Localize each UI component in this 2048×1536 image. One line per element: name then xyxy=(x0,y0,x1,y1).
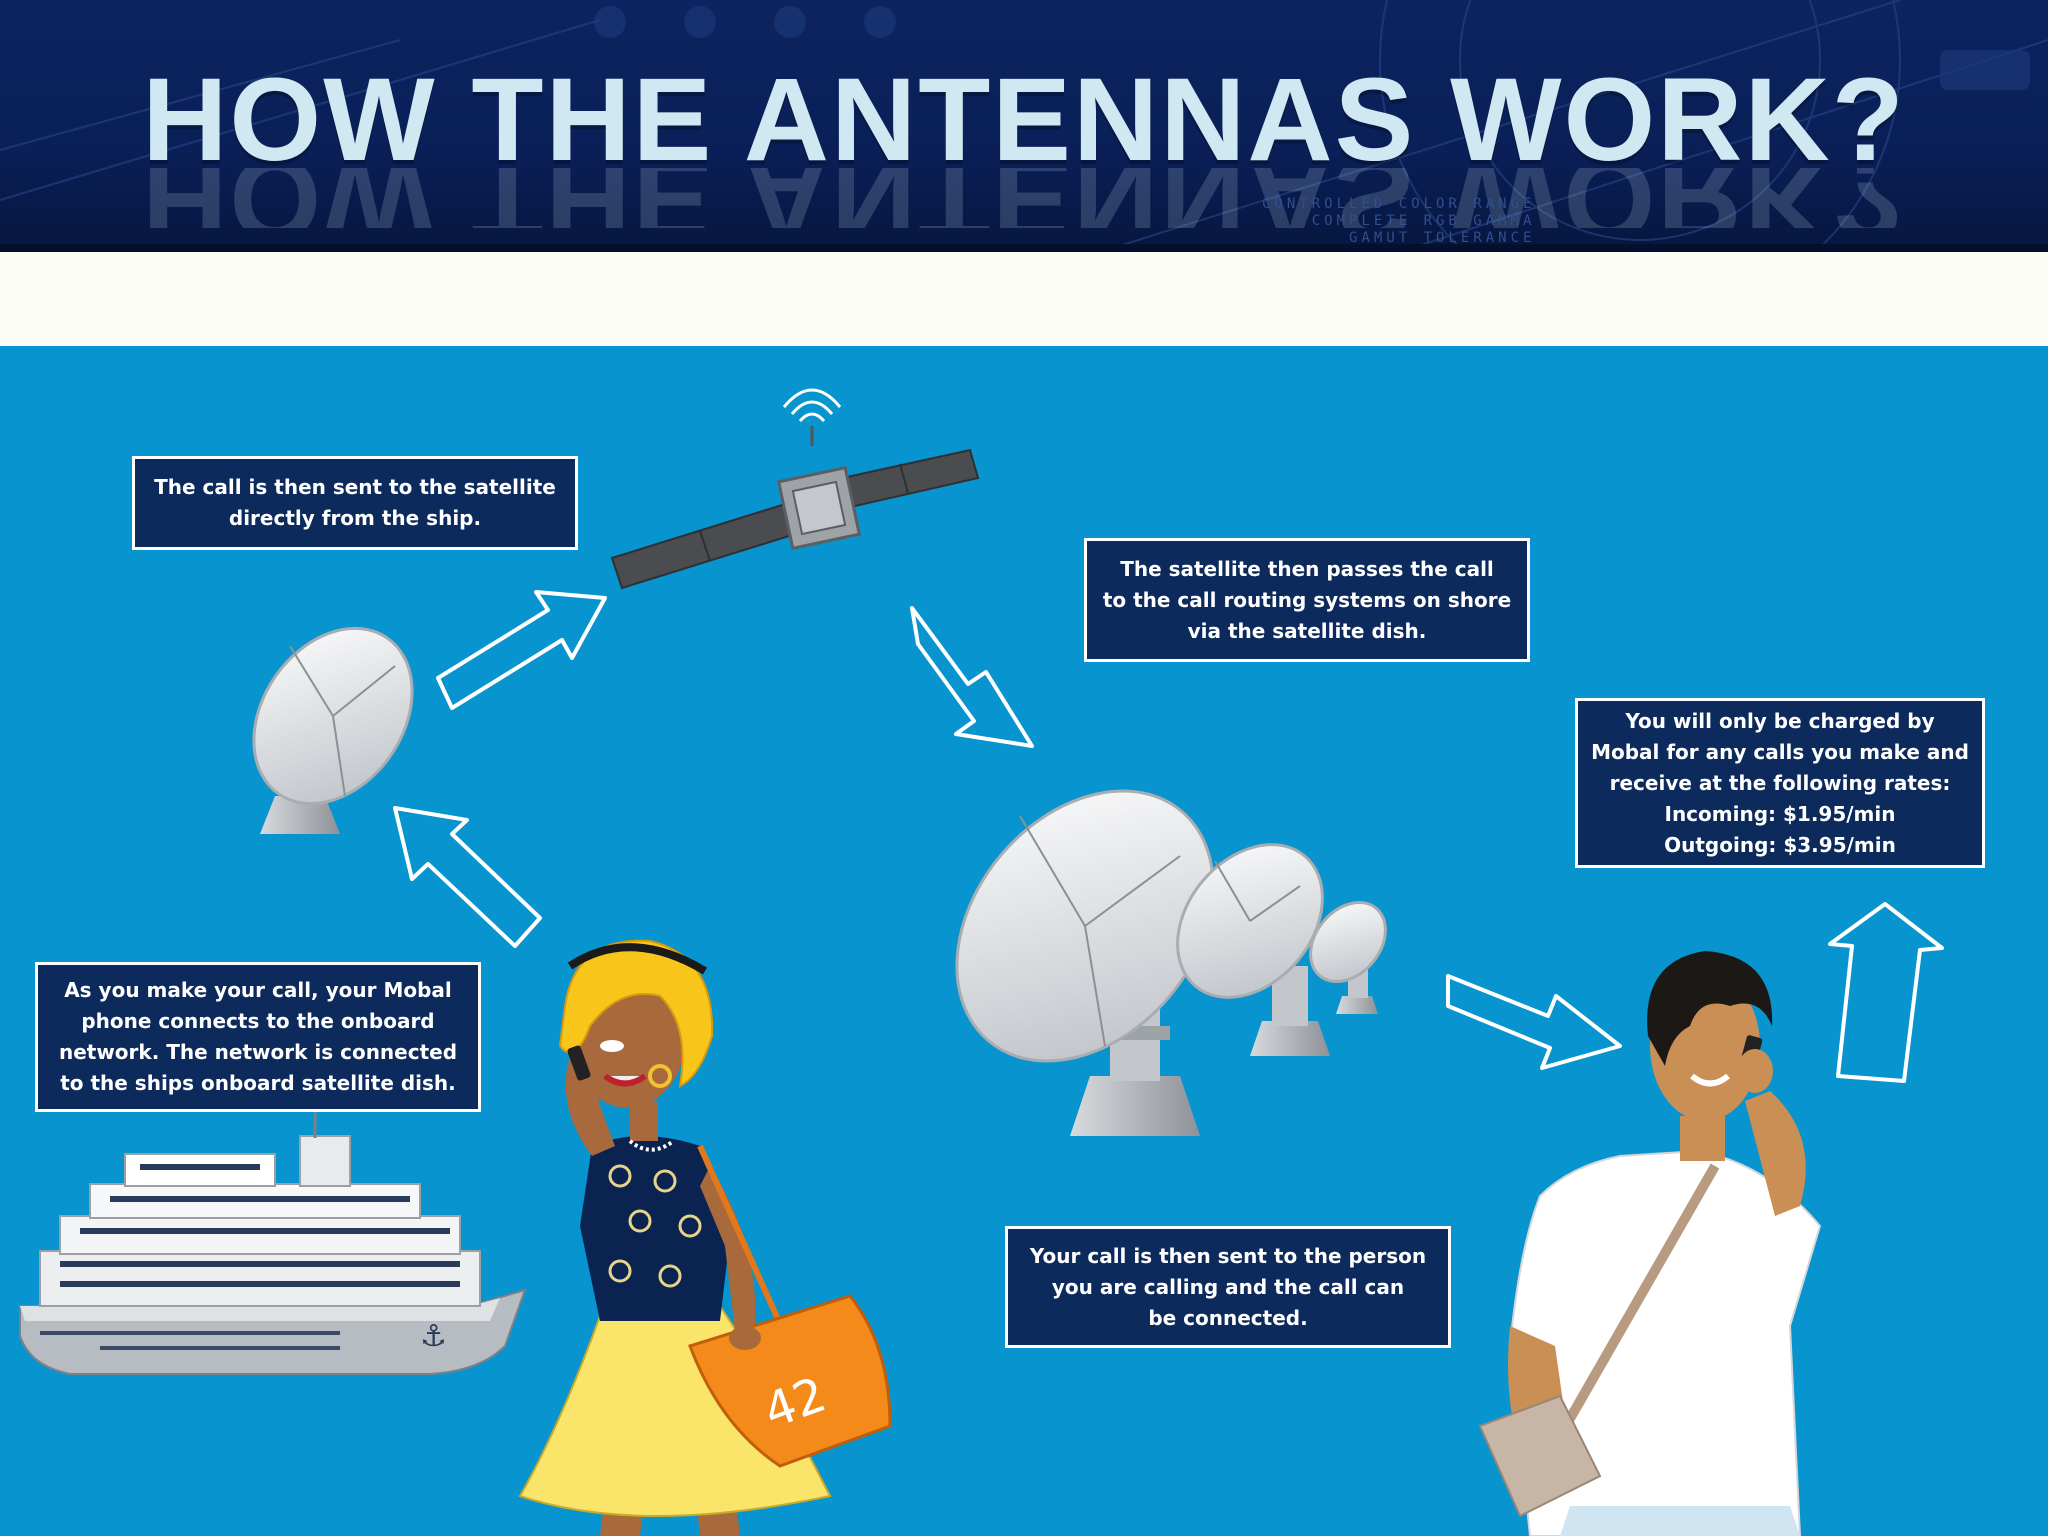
title-banner: HOW THE ANTENNAS WORK? HOW THE ANTENNAS … xyxy=(0,0,2048,252)
info-line: Your call is then sent to the person xyxy=(1029,1243,1427,1268)
info-line: network. The network is connected xyxy=(58,1040,458,1064)
info-line: you are calling and the call can xyxy=(1051,1274,1405,1299)
info-box-satellite-send: The call is then sent to the satellite d… xyxy=(132,456,578,550)
info-line: The call is then sent to the satellite xyxy=(154,475,556,499)
info-line: You will only be charged by xyxy=(1625,708,1935,733)
info-line: to the ships onboard satellite dish. xyxy=(60,1071,456,1095)
satellite-icon xyxy=(610,388,980,590)
arrow-icon xyxy=(393,590,1944,1083)
info-line: The satellite then passes the call xyxy=(1120,556,1494,581)
info-line: Mobal for any calls you make and xyxy=(1591,739,1969,764)
info-line: via the satellite dish. xyxy=(1187,618,1427,643)
info-line-outgoing-rate: Outgoing: $3.95/min xyxy=(1664,832,1896,857)
info-line: As you make your call, your Mobal xyxy=(64,978,452,1002)
cruise-ship-icon: ⚓ xyxy=(19,1106,527,1375)
banner-fine-print-line: COMPLETE RGB GAMMA xyxy=(1311,213,1536,229)
info-box-charges: You will only be charged by Mobal for an… xyxy=(1575,698,1985,868)
info-box-satellite-pass: The satellite then passes the call to th… xyxy=(1084,538,1530,662)
info-box-person: Your call is then sent to the person you… xyxy=(1005,1226,1451,1348)
banner-decoration xyxy=(0,0,2048,252)
page-title: HOW THE ANTENNAS WORK? xyxy=(142,54,1906,186)
banner-fine-print: CONTROLLED COLOR RANGE COMPLETE RGB GAMM… xyxy=(1262,196,1535,247)
spacer-strip xyxy=(0,252,2048,346)
banner-fine-print-line: CONTROLLED COLOR RANGE xyxy=(1262,196,1536,212)
info-line: be connected. xyxy=(1148,1305,1308,1330)
info-line: directly from the ship. xyxy=(228,506,482,530)
svg-text:⚓: ⚓ xyxy=(420,1319,447,1354)
infographic-scene: ⚓ xyxy=(0,346,2048,1536)
info-line-incoming-rate: Incoming: $1.95/min xyxy=(1664,801,1896,826)
man-on-phone-icon xyxy=(1478,951,1822,1536)
banner-fine-print-line: GAMUT TOLERANCE xyxy=(1349,230,1536,246)
woman-on-phone-icon: 42 xyxy=(518,939,892,1536)
ship-dish-icon xyxy=(252,626,414,834)
scene-artwork: ⚓ xyxy=(19,388,1944,1536)
info-line: receive at the following rates: xyxy=(1609,770,1951,795)
info-line: phone connects to the onboard xyxy=(81,1009,435,1033)
info-box-make-call: As you make your call, your Mobal phone … xyxy=(35,962,481,1112)
info-line: to the call routing systems on shore xyxy=(1102,587,1512,612)
shore-dishes-icon xyxy=(955,789,1387,1136)
page-title-reflection: HOW THE ANTENNAS WORK? xyxy=(0,168,2048,228)
